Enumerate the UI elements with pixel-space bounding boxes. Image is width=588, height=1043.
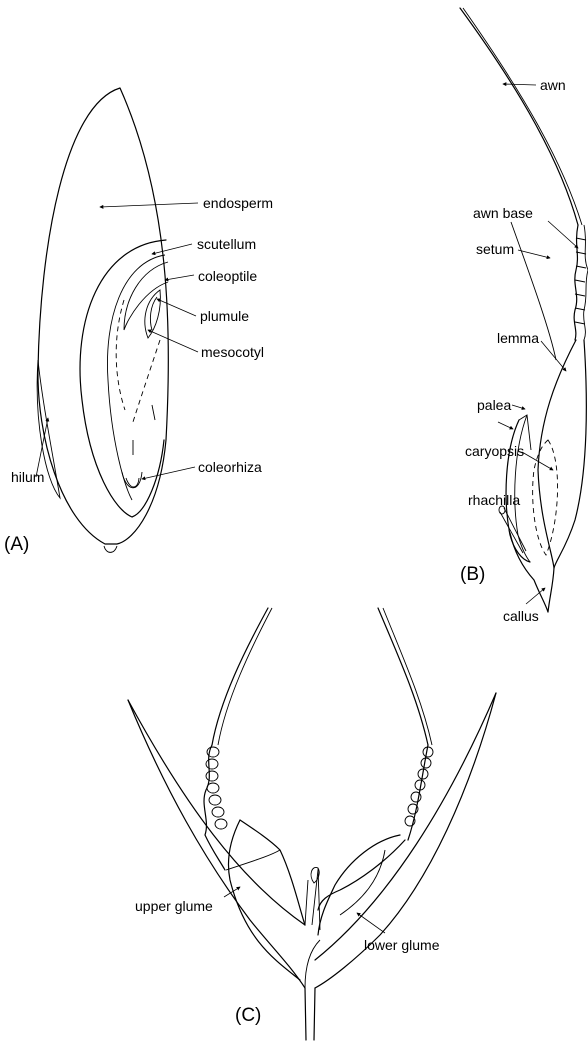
label-lemma: lemma <box>497 330 539 346</box>
plumule-shape <box>145 290 161 338</box>
label-callus: callus <box>503 608 539 624</box>
lower-glume-shape <box>315 693 496 960</box>
label-plumule: plumule <box>200 308 249 324</box>
leaders-a <box>36 203 198 479</box>
label-hilum: hilum <box>11 469 44 485</box>
panel-label-c: (C) <box>235 1005 261 1026</box>
left-awn <box>212 608 268 745</box>
label-endosperm: endosperm <box>203 195 273 211</box>
label-scutellum: scutellum <box>197 236 256 252</box>
label-mesocotyl: mesocotyl <box>201 344 264 360</box>
right-awn <box>378 608 428 745</box>
label-lower-glume: lower glume <box>364 937 440 953</box>
grain-drawing <box>37 88 168 552</box>
floret-drawing <box>460 8 588 612</box>
label-rhachilla: rhachilla <box>468 492 520 508</box>
label-upper-glume: upper glume <box>135 898 213 914</box>
label-caryopsis: caryopsis <box>465 443 524 459</box>
embryo-axis-dashed <box>116 300 125 410</box>
rhachilla-shape <box>500 512 523 553</box>
upper-glume-shape <box>128 700 305 925</box>
caryopsis-shape <box>533 440 558 555</box>
micropyle-shape <box>104 546 117 552</box>
label-palea: palea <box>477 397 511 413</box>
right-lemma <box>318 840 405 910</box>
palea-shape <box>506 420 530 562</box>
grain-outline <box>38 88 168 544</box>
label-coleoptile: coleoptile <box>198 268 257 284</box>
panel-label-a: (A) <box>4 534 29 555</box>
label-coleorhiza: coleorhiza <box>198 459 262 475</box>
awn-shape <box>460 8 578 225</box>
left-lemma <box>228 820 300 980</box>
coleoptile-shape <box>124 262 168 330</box>
label-awn: awn <box>540 77 566 93</box>
callus-shape <box>510 533 554 612</box>
panel-label-b: (B) <box>460 564 485 585</box>
label-setum: setum <box>476 241 514 257</box>
pedicel-shape <box>305 988 315 1040</box>
label-awn-base: awn base <box>473 205 533 221</box>
scutellum-inner <box>107 255 165 500</box>
spikelet-drawing <box>128 608 496 1040</box>
